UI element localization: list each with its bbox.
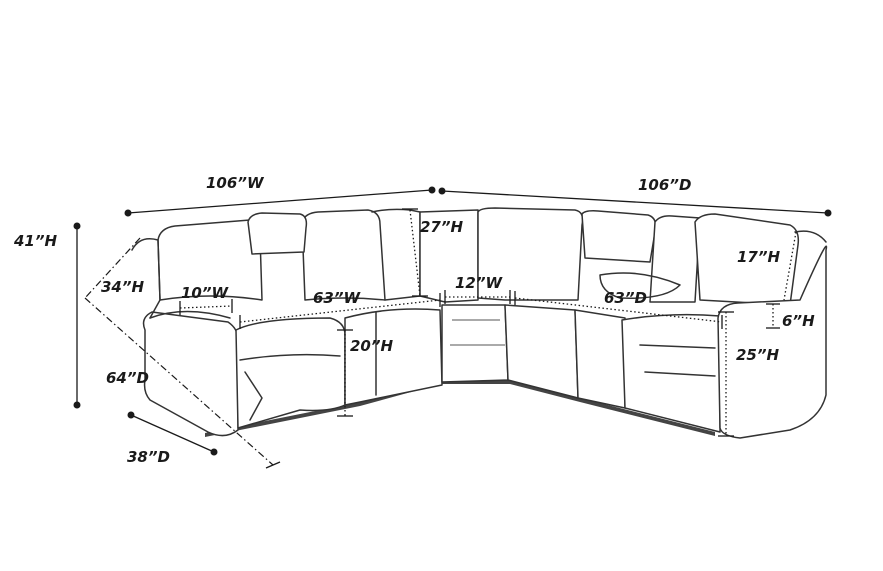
endpoint — [124, 209, 132, 217]
right-arm-top — [794, 230, 827, 243]
label-106d: 106”D — [638, 176, 691, 194]
reclined-depth-line-64d — [84, 297, 274, 466]
label-63w: 63”W — [313, 289, 362, 307]
sectional-sofa-illustration — [131, 207, 828, 439]
left-seat-crease — [239, 353, 341, 361]
dimension-labels: 106”W 106”D 41”H 34”H 10”W 63”W 27”H 12”… — [13, 174, 815, 466]
left-footrest-mech — [244, 371, 263, 421]
left-seat-2 — [344, 308, 443, 406]
left-headrest — [247, 212, 308, 255]
right-console — [574, 309, 626, 409]
arm-width-line-10w — [179, 305, 233, 309]
corner-wedge-back — [419, 209, 479, 303]
right-back-cushion-3 — [694, 213, 800, 306]
left-section-line-63w — [239, 299, 441, 323]
label-34h: 34”H — [101, 278, 145, 296]
label-20h: 20”H — [350, 337, 394, 355]
right-back-cushion-2 — [649, 215, 701, 303]
label-17h: 17”H — [737, 248, 781, 266]
left-arm-top — [149, 310, 231, 319]
left-back-cushion-2 — [301, 209, 386, 301]
center-back-line-27h — [409, 209, 421, 297]
endpoint — [210, 448, 218, 456]
endpoint — [127, 411, 135, 419]
label-10w: 10”W — [181, 284, 230, 302]
right-cupholder-armrest — [599, 272, 681, 299]
label-27h: 27”H — [420, 218, 464, 236]
label-6h: 6”H — [782, 312, 815, 330]
label-64d: 64”D — [106, 369, 149, 387]
endpoint — [73, 401, 81, 409]
left-end-back — [131, 238, 161, 319]
left-corner-back — [371, 208, 421, 301]
label-106w: 106”W — [206, 174, 265, 192]
label-25h: 25”H — [736, 346, 780, 364]
tick — [265, 461, 281, 469]
label-41h: 41”H — [13, 232, 58, 250]
wedge-stitching — [450, 319, 505, 346]
left-recliner-seat — [235, 317, 346, 429]
endpoint — [73, 222, 81, 230]
left-arm — [142, 311, 240, 437]
label-12w: 12”W — [455, 274, 504, 292]
endpoint — [824, 209, 832, 217]
sofa-base — [205, 380, 715, 437]
seat-depth-line-38d — [130, 414, 215, 453]
endpoint — [428, 186, 436, 194]
right-section-line-63d — [514, 297, 723, 323]
width-line-106w — [127, 189, 433, 214]
depth-line-106d — [441, 190, 829, 214]
right-headrest — [581, 210, 657, 263]
label-63d: 63”D — [604, 289, 647, 307]
label-38d: 38”D — [127, 448, 170, 466]
corner-wedge-seat — [441, 304, 509, 383]
endpoint — [438, 187, 446, 195]
right-seat-creases — [639, 344, 716, 377]
dimension-lines — [73, 186, 832, 469]
